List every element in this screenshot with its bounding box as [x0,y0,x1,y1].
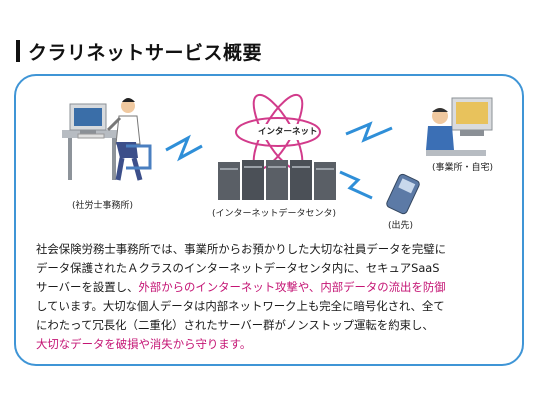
network-diagram [62,93,493,215]
service-description: 社会保険労務士事務所では、事業所からお預かりした大切な社員データを完璧に データ… [36,240,506,354]
description-line-1: 社会保険労務士事務所では、事業所からお預かりした大切な社員データを完璧に [36,242,447,256]
mobile-phone-icon [386,173,420,215]
description-line-3b-highlight: 外部からのインターネット攻撃や、内部データの流出を防御 [138,280,446,294]
description-line-6-highlight: 大切なデータを破損や消失から守ります。 [36,337,252,351]
office-label: (社労士事務所) [72,201,134,211]
title-accent-bar [16,40,20,62]
datacenter-label: (インターネットデータセンタ) [212,209,337,219]
internet-label: インターネット [258,127,318,137]
outside-label: (出先) [388,221,414,231]
home-office-worker-icon [426,97,493,156]
overview-panel: インターネット (社労士事務所) (インターネットデータセンタ) (事業所・自宅… [14,74,524,366]
title-block: クラリネットサービス概要 [16,38,262,64]
office-worker-icon [62,98,152,181]
datacenter-servers-icon [218,160,336,200]
page-title: クラリネットサービス概要 [28,41,263,64]
description-line-2: データ保護されたＡクラスのインターネットデータセンタ内に、セキュアSaaS [36,261,440,275]
description-line-4: しています。大切な個人データは内部ネットワーク上も完全に暗号化され、全て [36,299,445,313]
lightning-right-icon [339,121,393,200]
description-line-5: にわたって冗長化（二重化）されたサーバー群がノンストップ運転を約束し、 [36,318,434,332]
description-line-3a: サーバーを設置し、 [36,280,139,294]
lightning-left-icon [165,134,203,162]
office-home-label: (事業所・自宅) [432,163,494,173]
